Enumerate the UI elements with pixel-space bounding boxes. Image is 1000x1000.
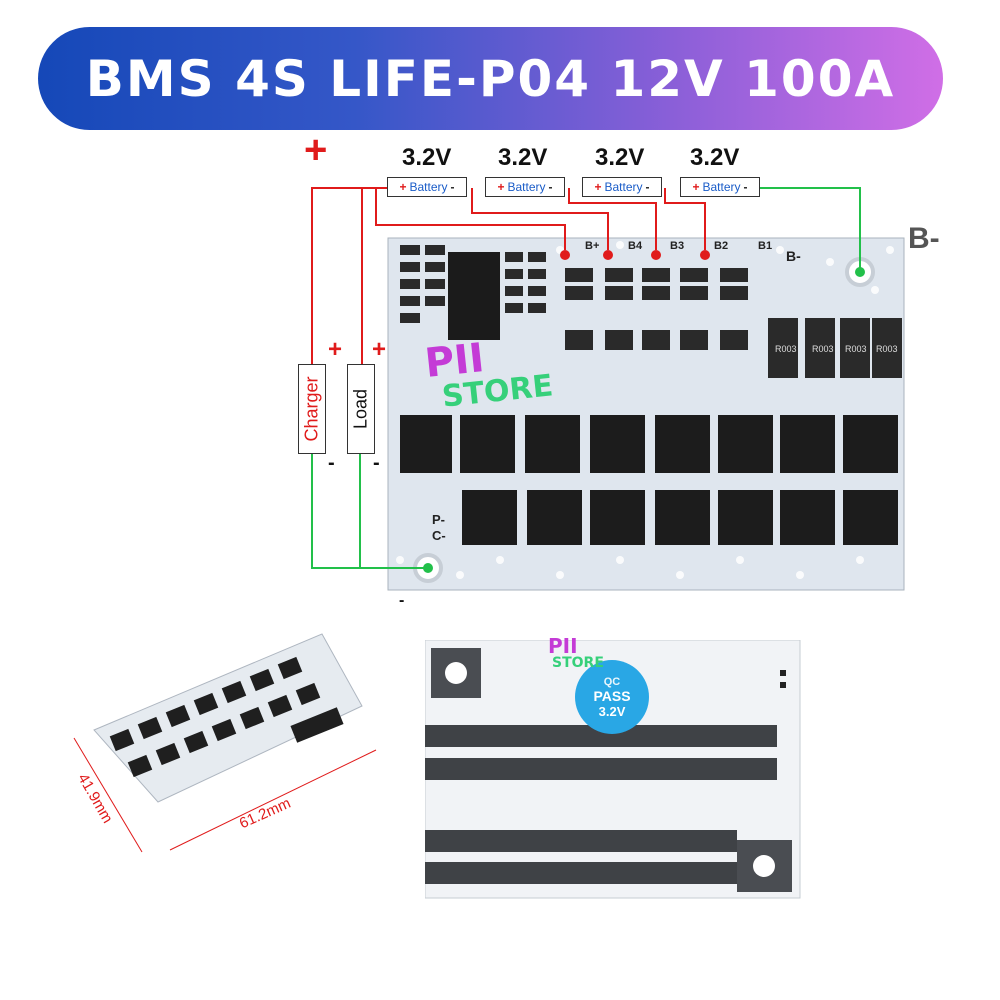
qc-label: QC [603,675,621,688]
svg-text:R003: R003 [845,344,867,354]
angled-board-photo [73,633,377,853]
pcb-label-bminus: B- [786,248,801,264]
plus-sign-main: + [304,128,328,172]
battery-minus: - [743,180,748,194]
battery-cell-1: + Battery - [387,177,467,197]
pcb-label-cminus: C- [432,528,446,543]
load-label: Load [350,388,371,430]
charger-box: Charger [298,364,326,454]
battery-label: Battery [507,180,546,194]
pcb-label-pminus: P- [432,512,445,527]
svg-text:R003: R003 [775,344,797,354]
output-minus: - [399,592,405,609]
battery-label: Battery [702,180,741,194]
pcb-label-b1: B1 [758,240,773,252]
battery-plus: + [399,180,407,194]
pcb-label-b4: B4 [628,240,643,252]
voltage-label-4: 3.2V [690,144,740,171]
store-watermark-small-line1: PII [548,634,578,658]
charger-minus: - [328,452,335,474]
battery-minus: - [450,180,455,194]
pcb-label-bplus: B+ [585,240,600,252]
load-box: Load [347,364,375,454]
store-watermark-small-line2: STORE [552,655,604,671]
svg-text:R003: R003 [876,344,898,354]
svg-text:R003: R003 [812,344,834,354]
charger-label: Charger [301,376,322,442]
negative-wires [311,187,861,569]
voltage-label-3: 3.2V [595,144,645,171]
qc-pass-sticker: QC PASS 3.2V [575,660,649,734]
voltage-label-1: 3.2V [402,144,452,171]
load-minus: - [373,452,380,474]
battery-plus: + [692,180,700,194]
qc-voltage: 3.2V [598,703,626,719]
battery-cell-2: + Battery - [485,177,565,197]
pass-label: PASS [593,687,631,704]
battery-label: Battery [604,180,643,194]
title-banner: BMS 4S LIFE-P04 12V 100A [38,27,943,130]
b-minus-label: B- [908,222,940,255]
load-plus: + [372,336,387,363]
battery-label: Battery [409,180,448,194]
title-text: BMS 4S LIFE-P04 12V 100A [85,49,896,108]
battery-plus: + [594,180,602,194]
pcb-label-b2: B2 [714,240,729,252]
battery-cell-3: + Battery - [582,177,662,197]
voltage-label-2: 3.2V [498,144,548,171]
positive-wires [311,187,706,370]
battery-minus: - [645,180,650,194]
battery-minus: - [548,180,553,194]
charger-plus: + [328,336,343,363]
pcb-label-b3: B3 [670,240,685,252]
battery-plus: + [497,180,505,194]
pcb-front: R003 R003 R003 R003 [387,237,905,591]
battery-cell-4: + Battery - [680,177,760,197]
